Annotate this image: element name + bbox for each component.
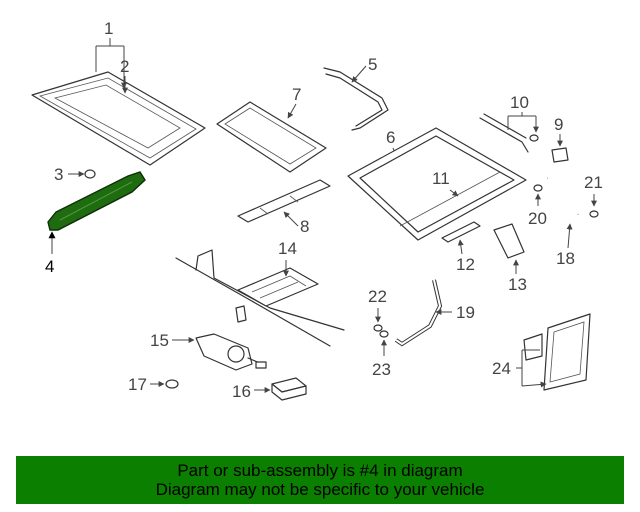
part-24-panel — [523, 313, 591, 391]
svg-text:17: 17 — [128, 375, 147, 394]
part-14-drive-cable — [175, 249, 345, 347]
svg-text:14: 14 — [278, 239, 297, 258]
callout-1: 1 — [95, 19, 124, 88]
svg-text:21: 21 — [584, 173, 603, 192]
callout-19: 19 — [435, 303, 475, 322]
footer-line-2: Diagram may not be specific to your vehi… — [155, 480, 485, 499]
callout-22: 22 — [368, 287, 387, 323]
part-23-grommet — [379, 330, 389, 338]
svg-text:16: 16 — [232, 382, 251, 401]
part-20-grommet — [533, 184, 543, 192]
part-22-grommet — [373, 324, 383, 332]
part-17-screw — [165, 379, 179, 389]
callout-24: 24 — [492, 349, 546, 386]
callout-9: 9 — [554, 115, 563, 147]
callout-7: 7 — [287, 85, 301, 119]
part-19-drain-hose — [394, 279, 443, 347]
callout-13: 13 — [508, 259, 527, 294]
svg-text:15: 15 — [150, 331, 169, 350]
callout-11: 11 — [432, 169, 459, 197]
part-21-grommet — [589, 210, 599, 218]
callout-17: 17 — [128, 375, 165, 394]
part-11-frame — [347, 127, 527, 241]
part-3-clip — [84, 169, 96, 179]
svg-text:10: 10 — [510, 93, 529, 112]
svg-text:24: 24 — [492, 359, 511, 378]
svg-text:4: 4 — [45, 257, 54, 276]
part-4-deflector-highlighted — [47, 171, 146, 231]
callout-5: 5 — [351, 55, 377, 83]
svg-text:23: 23 — [372, 360, 391, 379]
callout-2: 2 — [120, 57, 129, 94]
callout-18: 18 — [556, 223, 575, 268]
svg-text:8: 8 — [300, 217, 309, 236]
callout-14: 14 — [278, 239, 297, 277]
svg-text:11: 11 — [432, 169, 450, 188]
svg-text:2: 2 — [120, 57, 129, 76]
part-1-glass-panel — [31, 71, 206, 166]
part-5-seal — [323, 67, 389, 131]
parts-diagram: 1 2 3 4 7 5 6 — [31, 19, 603, 401]
svg-text:12: 12 — [456, 255, 475, 274]
footer-banner: Part or sub-assembly is #4 in diagram Di… — [16, 456, 624, 504]
svg-text:13: 13 — [508, 275, 527, 294]
callout-16: 16 — [232, 382, 271, 401]
svg-text:22: 22 — [368, 287, 387, 306]
svg-text:3: 3 — [54, 165, 63, 184]
callout-4: 4 — [45, 231, 56, 276]
callout-12: 12 — [456, 239, 475, 274]
svg-text:20: 20 — [528, 209, 547, 228]
svg-text:18: 18 — [556, 249, 575, 268]
part-10-seal — [479, 113, 539, 153]
svg-text:9: 9 — [554, 115, 563, 134]
footer-line-1: Part or sub-assembly is #4 in diagram — [177, 461, 463, 480]
part-9-connector — [551, 147, 569, 163]
callout-15: 15 — [150, 331, 195, 350]
svg-text:5: 5 — [368, 55, 377, 74]
callout-8: 8 — [283, 211, 309, 236]
part-7-sunshade — [216, 101, 327, 173]
callout-23: 23 — [372, 339, 391, 379]
callout-20: 20 — [528, 193, 547, 228]
part-8-rail — [237, 179, 331, 223]
svg-text:6: 6 — [386, 128, 395, 147]
svg-text:7: 7 — [292, 85, 301, 104]
part-16-module — [271, 377, 307, 401]
part-18-hose — [547, 170, 579, 215]
part-15-motor — [195, 333, 267, 371]
part-12-slider — [441, 221, 481, 243]
callout-21: 21 — [584, 173, 603, 207]
svg-text:1: 1 — [104, 19, 113, 38]
svg-text:19: 19 — [456, 303, 475, 322]
callout-10: 10 — [507, 93, 536, 132]
callout-3: 3 — [54, 165, 85, 184]
part-13-bracket — [493, 223, 525, 259]
